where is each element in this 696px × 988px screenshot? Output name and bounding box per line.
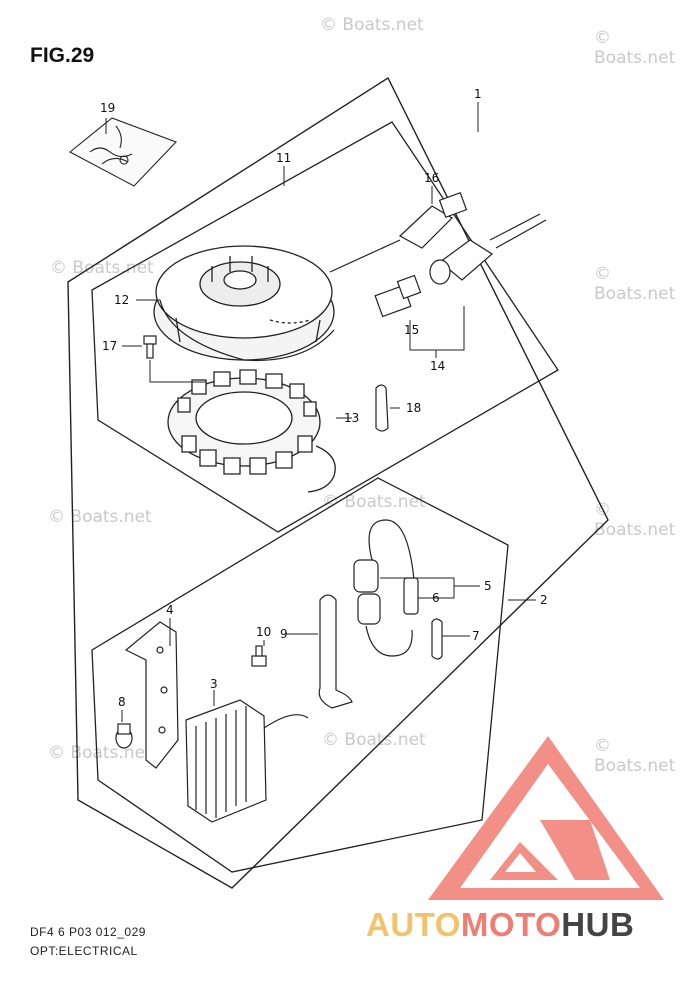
callout-10: 10 xyxy=(256,625,271,639)
callout-8: 8 xyxy=(118,695,126,709)
callout-1: 1 xyxy=(474,87,482,101)
callout-15: 15 xyxy=(404,323,419,337)
callout-3: 3 xyxy=(210,677,218,691)
bracket-icon xyxy=(124,621,179,769)
watermark: © Boats.net xyxy=(594,736,676,776)
watermark: © Boats.net xyxy=(322,730,426,750)
callout-12: 12 xyxy=(114,293,129,307)
diagram-code: DF4 6 P03 012_029 xyxy=(30,925,146,939)
brand-wordmark: AUTOMOTOHUB xyxy=(366,906,634,944)
brand-part-hub: HUB xyxy=(561,906,635,943)
callout-16: 16 xyxy=(424,171,439,185)
watermark: © Boats.net xyxy=(594,28,676,68)
clip-icon xyxy=(431,618,443,660)
callout-9: 9 xyxy=(280,627,288,641)
callout-17: 17 xyxy=(102,339,117,353)
lower-subkit-box xyxy=(91,477,509,873)
callout-18: 18 xyxy=(406,401,421,415)
callout-13: 13 xyxy=(344,411,359,425)
diagram-section: OPT:ELECTRICAL xyxy=(30,944,138,958)
bolt-icon xyxy=(143,335,157,359)
screw-icon xyxy=(251,645,267,667)
callout-5: 5 xyxy=(484,579,492,593)
fuse-holder-icon xyxy=(353,519,415,657)
watermark: © Boats.net xyxy=(50,258,154,278)
outer-kit-box xyxy=(67,76,609,889)
callout-19: 19 xyxy=(100,101,115,115)
callout-14: 14 xyxy=(430,359,445,373)
plug-icon xyxy=(115,723,133,749)
watermark: © Boats.net xyxy=(320,15,424,35)
grommet-icon xyxy=(375,384,389,432)
watermark: © Boats.net xyxy=(594,264,676,304)
callout-4: 4 xyxy=(166,603,174,617)
brand-logo-icon xyxy=(428,736,664,900)
strap-icon xyxy=(318,594,353,709)
figure-title: FIG.29 xyxy=(30,44,95,67)
brand-part-moto: MOTO xyxy=(460,906,562,943)
bolt-leader xyxy=(149,360,206,383)
callout-11: 11 xyxy=(276,151,291,165)
watermark: © Boats.net xyxy=(594,500,676,540)
brand-part-auto: AUTO xyxy=(366,906,461,943)
fuse-icon xyxy=(403,577,419,615)
stator-coil-icon xyxy=(167,369,336,493)
flywheel-icon xyxy=(153,245,335,362)
rectifier-regulator-icon xyxy=(185,699,309,823)
callout-6: 6 xyxy=(432,591,440,605)
callout-2: 2 xyxy=(540,593,548,607)
watermark: © Boats.net xyxy=(48,507,152,527)
connector-assembly-icon xyxy=(329,192,547,318)
watermark: © Boats.net xyxy=(322,492,426,512)
leader-lines xyxy=(105,102,536,722)
upper-subkit-box xyxy=(91,121,559,533)
parts-bag-icon xyxy=(69,117,177,187)
callout-7: 7 xyxy=(472,629,480,643)
